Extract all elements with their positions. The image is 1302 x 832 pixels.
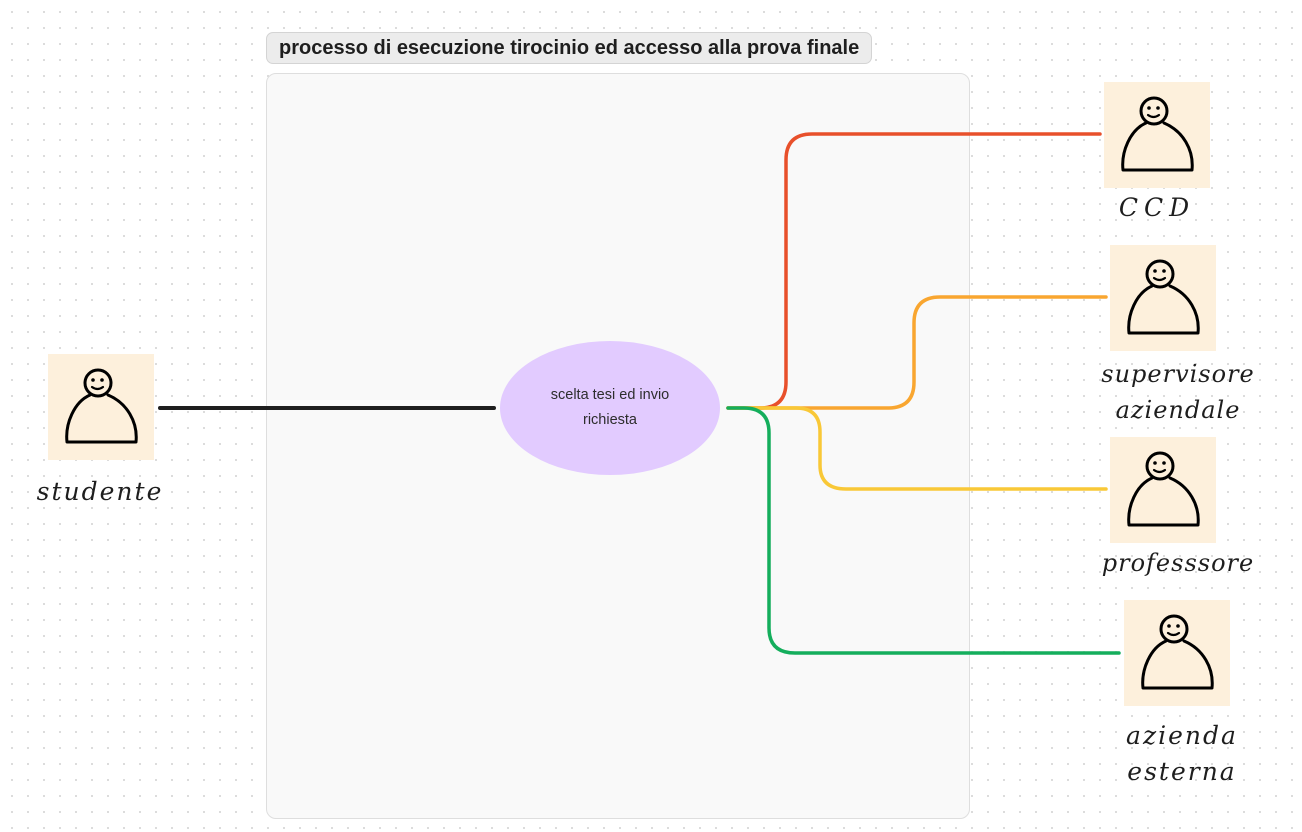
actor-ccd[interactable] (1104, 82, 1210, 188)
person-icon (1127, 259, 1200, 335)
process-node-label: scelta tesi ed invio richiesta (550, 387, 670, 428)
actor-azienda-esterna[interactable] (1124, 600, 1230, 706)
actor-label-azienda-line2: esterna (1127, 757, 1237, 786)
actor-label-supervisore-line2: aziendale (1115, 396, 1241, 424)
person-icon (65, 368, 138, 444)
process-node[interactable]: scelta tesi ed invio richiesta (500, 341, 720, 475)
actor-label-ccd: CCD (1118, 193, 1196, 222)
actor-label-professore: professsore (1101, 549, 1255, 577)
connector-supervisore[interactable] (726, 295, 1108, 410)
section-title[interactable]: processo di esecuzione tirocinio ed acce… (266, 32, 873, 64)
person-icon (1127, 451, 1200, 527)
actor-studente[interactable] (48, 354, 154, 460)
actor-supervisore-aziendale[interactable] (1110, 245, 1216, 351)
connector-professore[interactable] (726, 406, 1108, 491)
actor-label-supervisore: supervisore aziendale (1098, 356, 1258, 428)
person-icon (1141, 614, 1214, 690)
actor-label-supervisore-line1: supervisore (1101, 360, 1255, 388)
person-icon (1121, 96, 1194, 172)
actor-label-studente: studente (36, 477, 164, 506)
connector-azienda[interactable] (726, 406, 1121, 655)
actor-label-azienda-line1: azienda (1126, 721, 1238, 750)
actor-label-azienda: azienda esterna (1112, 718, 1252, 790)
actor-professore[interactable] (1110, 437, 1216, 543)
